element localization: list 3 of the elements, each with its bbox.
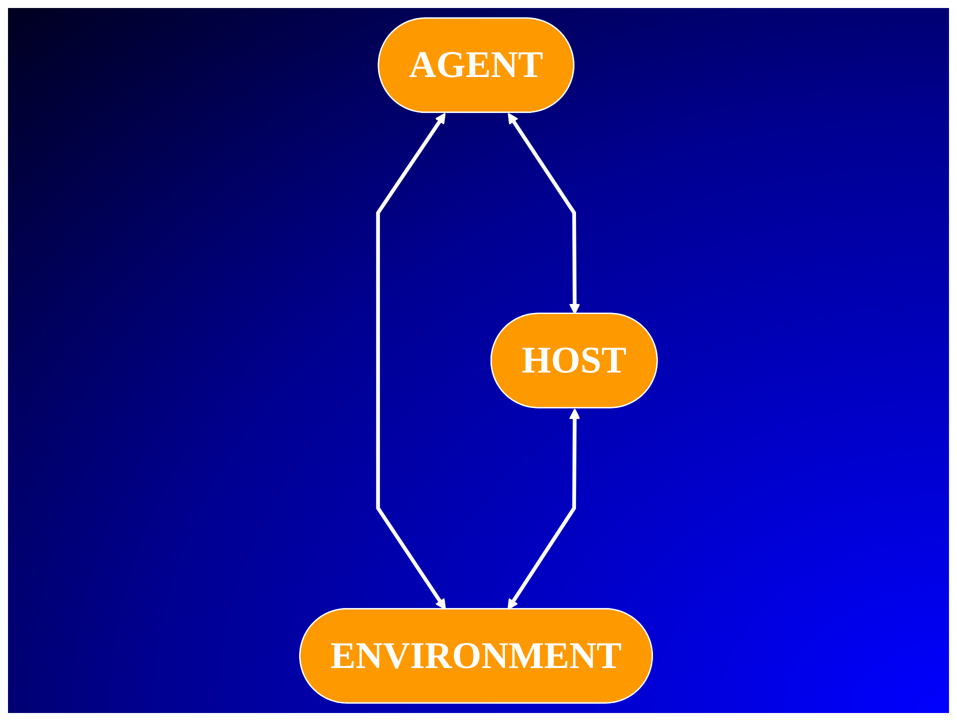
arrow [376, 112, 446, 610]
arrow [508, 408, 580, 610]
arrow [508, 112, 580, 314]
